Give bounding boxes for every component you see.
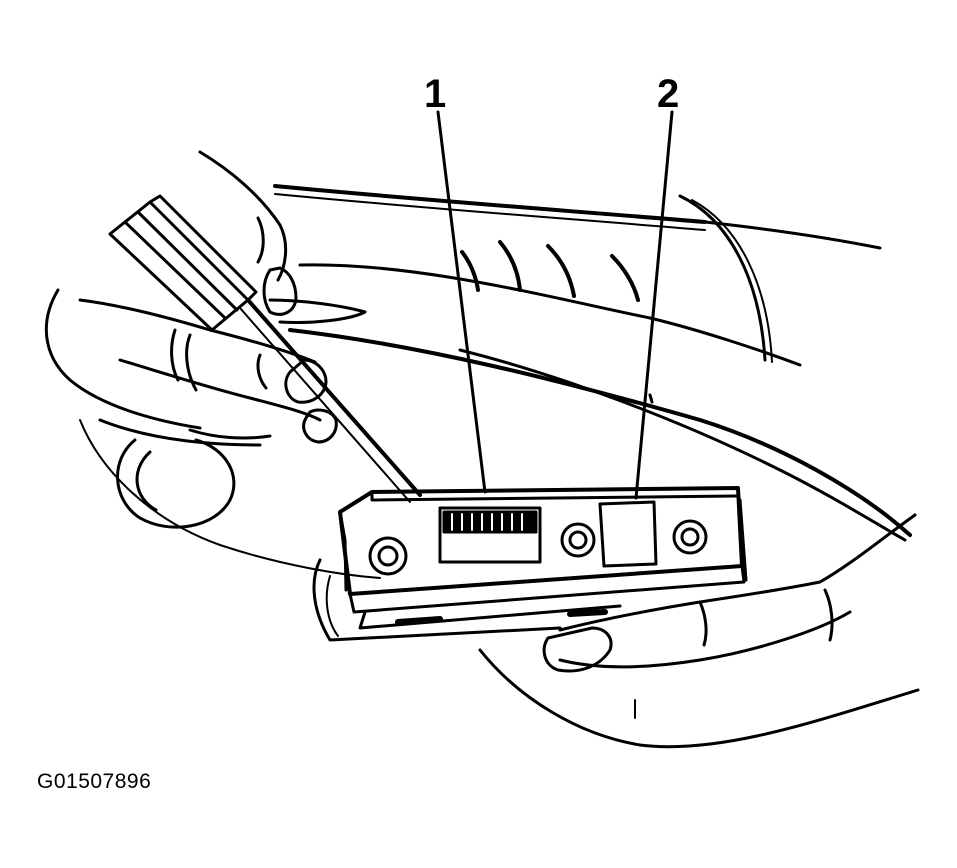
callout-number-2: 2: [657, 72, 680, 116]
electronic-module: [312, 486, 748, 642]
connector-item-1: [438, 506, 542, 564]
vent-slats: [460, 240, 640, 302]
callout-number-1: 1: [424, 72, 447, 116]
screwdriver: [108, 194, 422, 503]
module-holes: [368, 519, 708, 576]
component-item-2: [598, 500, 658, 568]
panel-knob: [79, 419, 381, 579]
leader-line-1: [436, 110, 487, 494]
leader-lines: [436, 110, 674, 500]
leader-line-2: [634, 110, 674, 500]
dash-panel: [268, 184, 912, 542]
figure-id: G01507896: [37, 770, 152, 793]
right-hand: [478, 513, 920, 749]
